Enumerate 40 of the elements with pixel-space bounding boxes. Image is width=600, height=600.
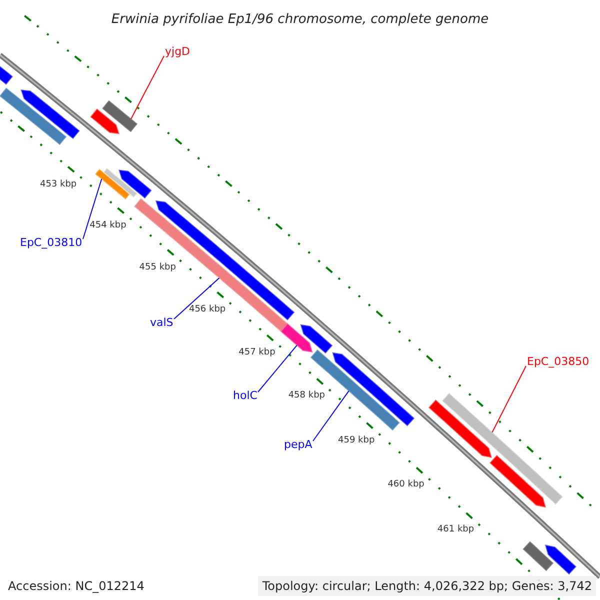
gene-feature	[102, 100, 138, 132]
gene-feature	[134, 198, 288, 332]
gene-label: holC	[233, 389, 258, 403]
scale-label: 455 kbp	[139, 262, 176, 274]
leader-line	[258, 344, 298, 392]
gene-label: yjgD	[165, 45, 190, 59]
gene-feature	[428, 400, 492, 458]
scale-label: 461 kbp	[437, 524, 474, 536]
gene-label: EpC_03850	[527, 355, 590, 369]
gene-label: pepA	[284, 438, 312, 452]
gene-feature	[332, 352, 415, 426]
gene-feature	[280, 323, 313, 352]
gene-feature	[20, 90, 80, 140]
scale-label: 456 kbp	[188, 304, 226, 316]
gene-feature	[95, 168, 130, 200]
scale-label: 457 kbp	[238, 347, 276, 358]
gene-feature	[0, 88, 67, 146]
chart-title: Erwinia pyrifoliae Ep1/96 chromosome, complete genome	[110, 11, 490, 29]
gene-feature	[442, 392, 563, 505]
gene-feature	[118, 170, 152, 199]
leader-line	[82, 178, 102, 240]
scale-label: 454 kbp	[90, 220, 126, 232]
leader-line	[312, 390, 350, 442]
gene-feature	[544, 544, 576, 575]
gene-feature	[310, 349, 400, 431]
leader-line	[130, 56, 164, 120]
gene-feature	[103, 168, 138, 198]
gene-feature	[300, 324, 333, 354]
scale-label: 460 kbp	[388, 480, 424, 491]
leader-line	[492, 366, 526, 433]
gene-feature	[90, 108, 120, 134]
gene-label: EpC_03810	[20, 236, 82, 250]
gene-label: valS	[150, 316, 174, 330]
gene-feature	[490, 454, 546, 508]
gene-feature	[522, 541, 554, 572]
leader-line	[174, 278, 220, 320]
scale-label: 453 kbp	[40, 179, 77, 190]
scale-label: 458 kbp	[288, 390, 326, 402]
footer-text: Topology: circular; Length: 4,026,322 bp; Genes: 3,742	[258, 576, 596, 596]
scale-label: 459 kbp	[338, 435, 375, 446]
